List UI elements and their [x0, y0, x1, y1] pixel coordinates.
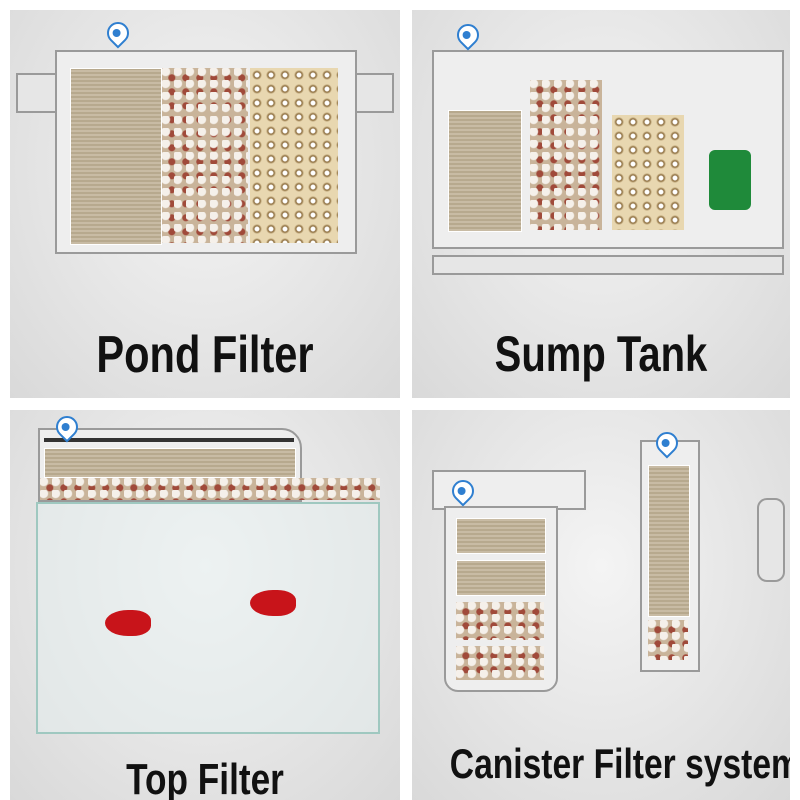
sump-base: [432, 255, 784, 275]
sump-tank-panel: Sump Tank: [412, 10, 790, 398]
bio-balls: [250, 68, 338, 243]
sponge-media: [44, 448, 296, 478]
panel-title: Sump Tank: [494, 326, 708, 382]
sponge-media: [448, 110, 522, 232]
intake-tube: [757, 498, 785, 582]
sponge-media: [70, 68, 162, 245]
sponge-media: [456, 560, 546, 596]
location-pin-icon: [102, 17, 134, 49]
panel-title: Top Filter: [126, 755, 284, 800]
ceramic-rings: [162, 68, 248, 243]
red-fish: [105, 610, 151, 636]
top-filter-panel: Top Filter: [10, 410, 400, 800]
panel-title: Canister Filter system: [449, 740, 790, 787]
sponge-media: [648, 465, 690, 617]
sponge-media: [456, 518, 546, 554]
pond-filter-panel: Pond Filter: [10, 10, 400, 398]
ceramic-rings: [40, 478, 380, 500]
aquarium-tank: [36, 502, 380, 734]
ceramic-rings: [456, 602, 544, 640]
water-pump: [709, 150, 751, 210]
drip-plate: [44, 438, 294, 442]
ceramic-rings: [456, 646, 544, 680]
canister-filter-panel: Canister Filter system: [412, 410, 790, 800]
location-pin-icon: [452, 19, 484, 51]
ceramic-rings: [530, 80, 602, 230]
panel-title: Pond Filter: [96, 326, 314, 384]
bio-balls: [612, 115, 684, 230]
ceramic-rings: [648, 620, 688, 660]
red-fish: [250, 590, 296, 616]
